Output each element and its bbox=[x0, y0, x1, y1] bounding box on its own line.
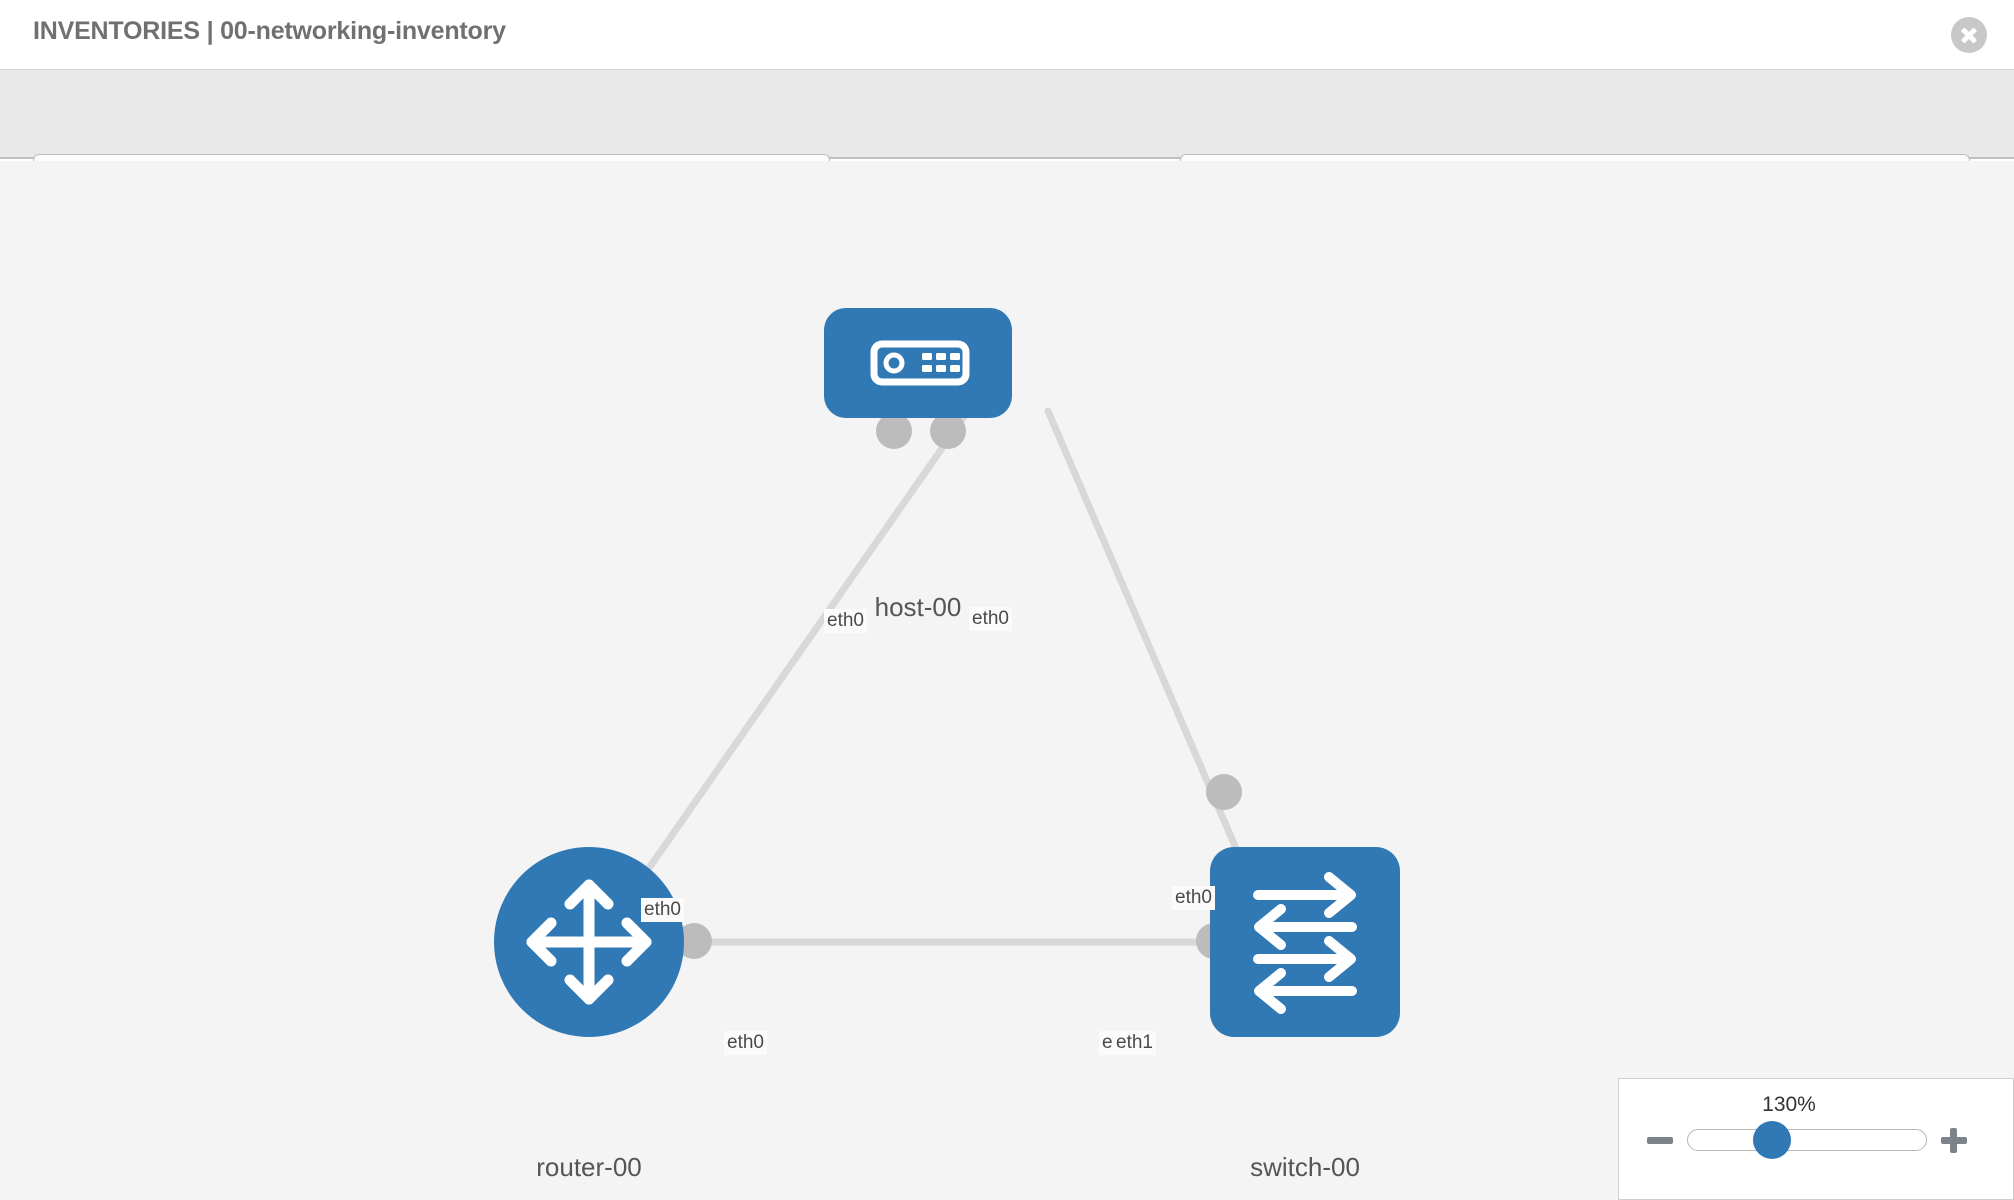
connector-host-left[interactable] bbox=[876, 413, 912, 449]
node-switch-00[interactable] bbox=[1210, 847, 1400, 1037]
zoom-slider-handle[interactable] bbox=[1753, 1121, 1791, 1159]
toolbar: ACTIONS SEARCH bbox=[0, 70, 2014, 213]
page-header: INVENTORIES | 00-networking-inventory bbox=[0, 0, 2014, 70]
minus-icon bbox=[1647, 1137, 1673, 1144]
router-node-shape[interactable] bbox=[494, 847, 684, 1037]
zoom-control-panel: 130% bbox=[1618, 1078, 2014, 1200]
node-host-00[interactable] bbox=[824, 308, 1012, 418]
node-label-router-00: router-00 bbox=[532, 1151, 646, 1184]
link-label-router-upper: eth0 bbox=[641, 898, 684, 922]
connector-host-right[interactable] bbox=[930, 413, 966, 449]
link-host-router bbox=[636, 407, 972, 885]
link-label-switch-upper: eth0 bbox=[1172, 886, 1215, 910]
node-router-00[interactable] bbox=[494, 847, 684, 1037]
zoom-out-button[interactable] bbox=[1645, 1125, 1675, 1155]
link-label-host-left: eth0 bbox=[824, 609, 867, 633]
connector-switch-top[interactable] bbox=[1206, 774, 1242, 810]
switch-icon bbox=[1253, 872, 1357, 1014]
link-label-router-right: eth0 bbox=[724, 1031, 767, 1055]
zoom-level-label: 130% bbox=[1762, 1093, 1816, 1116]
node-label-host-00: host-00 bbox=[870, 591, 966, 624]
switch-node-shape[interactable] bbox=[1210, 847, 1400, 1037]
router-icon bbox=[526, 879, 652, 1005]
link-label-switch-left-over: eth1 bbox=[1113, 1031, 1156, 1055]
close-glyph bbox=[1951, 17, 1987, 53]
topology-canvas[interactable]: host-00 router-00 bbox=[0, 161, 2014, 1200]
server-icon bbox=[870, 340, 970, 386]
link-label-host-right: eth0 bbox=[969, 607, 1012, 631]
link-host-switch bbox=[1044, 407, 1254, 885]
page-title: INVENTORIES | 00-networking-inventory bbox=[33, 17, 506, 45]
plus-icon-v bbox=[1950, 1128, 1957, 1153]
node-label-switch-00: switch-00 bbox=[1246, 1151, 1364, 1184]
close-icon[interactable] bbox=[1951, 17, 1987, 53]
zoom-slider-track[interactable] bbox=[1687, 1129, 1927, 1151]
zoom-in-button[interactable] bbox=[1939, 1125, 1969, 1155]
host-node-shape[interactable] bbox=[824, 308, 1012, 418]
